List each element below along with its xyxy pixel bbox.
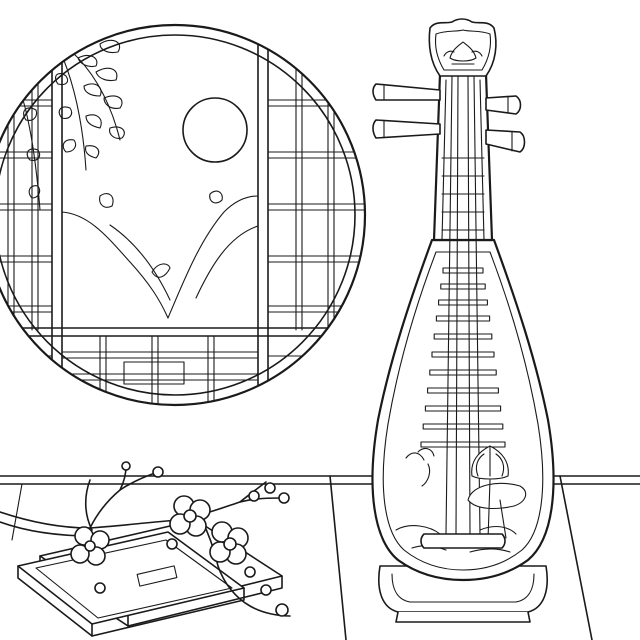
blossom-flower <box>209 521 249 565</box>
blossom-bud <box>152 466 164 478</box>
blossom-bud <box>244 566 256 578</box>
full-moon <box>182 97 248 163</box>
falling-leaves <box>99 190 223 278</box>
pipa-bridge <box>420 533 506 549</box>
body-fret <box>433 333 493 340</box>
blossom-bud <box>94 582 106 594</box>
blossom-bud <box>166 538 178 550</box>
blossom-bud <box>260 584 272 596</box>
body-fret <box>420 441 506 448</box>
lotus-leaf-icon <box>467 482 527 510</box>
window-lattice-bottom <box>0 335 365 405</box>
pipa-body-inner-edge <box>382 251 544 571</box>
blossom-bud <box>248 490 260 502</box>
blossom-bud <box>264 482 276 494</box>
pipa-stand <box>378 565 548 623</box>
pipa-strings <box>445 75 481 535</box>
lotus-carving-icon <box>443 41 483 65</box>
round-moon-window <box>0 23 367 407</box>
body-fret <box>429 369 497 376</box>
window-inner-ring <box>0 34 356 396</box>
tuning-peg-icon <box>485 95 522 115</box>
plum-blossom-branch <box>0 461 291 617</box>
tuning-peg-icon <box>372 83 441 101</box>
body-fret <box>422 423 504 430</box>
pipa-neck-frets <box>441 157 485 231</box>
pipa-head <box>428 18 497 77</box>
pipa-lotus-painting <box>395 445 527 553</box>
body-fret <box>442 267 484 274</box>
window-outer-ring <box>0 23 367 407</box>
body-fret <box>424 405 502 412</box>
window-landscape-view <box>61 195 259 319</box>
pipa-tuning-pegs <box>372 83 526 153</box>
tuning-peg-icon <box>485 129 526 153</box>
pipa-body-frets <box>420 267 506 448</box>
pipa-fingerboard <box>441 79 485 241</box>
body-fret <box>435 315 491 322</box>
pipa-instrument <box>371 18 555 623</box>
blossom-bud <box>278 492 290 504</box>
blossom-bud <box>121 461 131 471</box>
blossom-flower <box>70 526 110 566</box>
plum-blossoms <box>70 461 290 617</box>
willow-branches <box>19 39 125 211</box>
body-fret <box>427 387 499 394</box>
body-fret <box>431 351 495 358</box>
body-fret <box>440 283 486 290</box>
body-fret <box>438 299 488 306</box>
blossom-flower <box>169 495 211 537</box>
window-center-frame <box>0 29 365 405</box>
window-lattice-left <box>0 39 53 331</box>
tuning-peg-icon <box>372 119 441 139</box>
blossom-bud <box>275 603 289 617</box>
